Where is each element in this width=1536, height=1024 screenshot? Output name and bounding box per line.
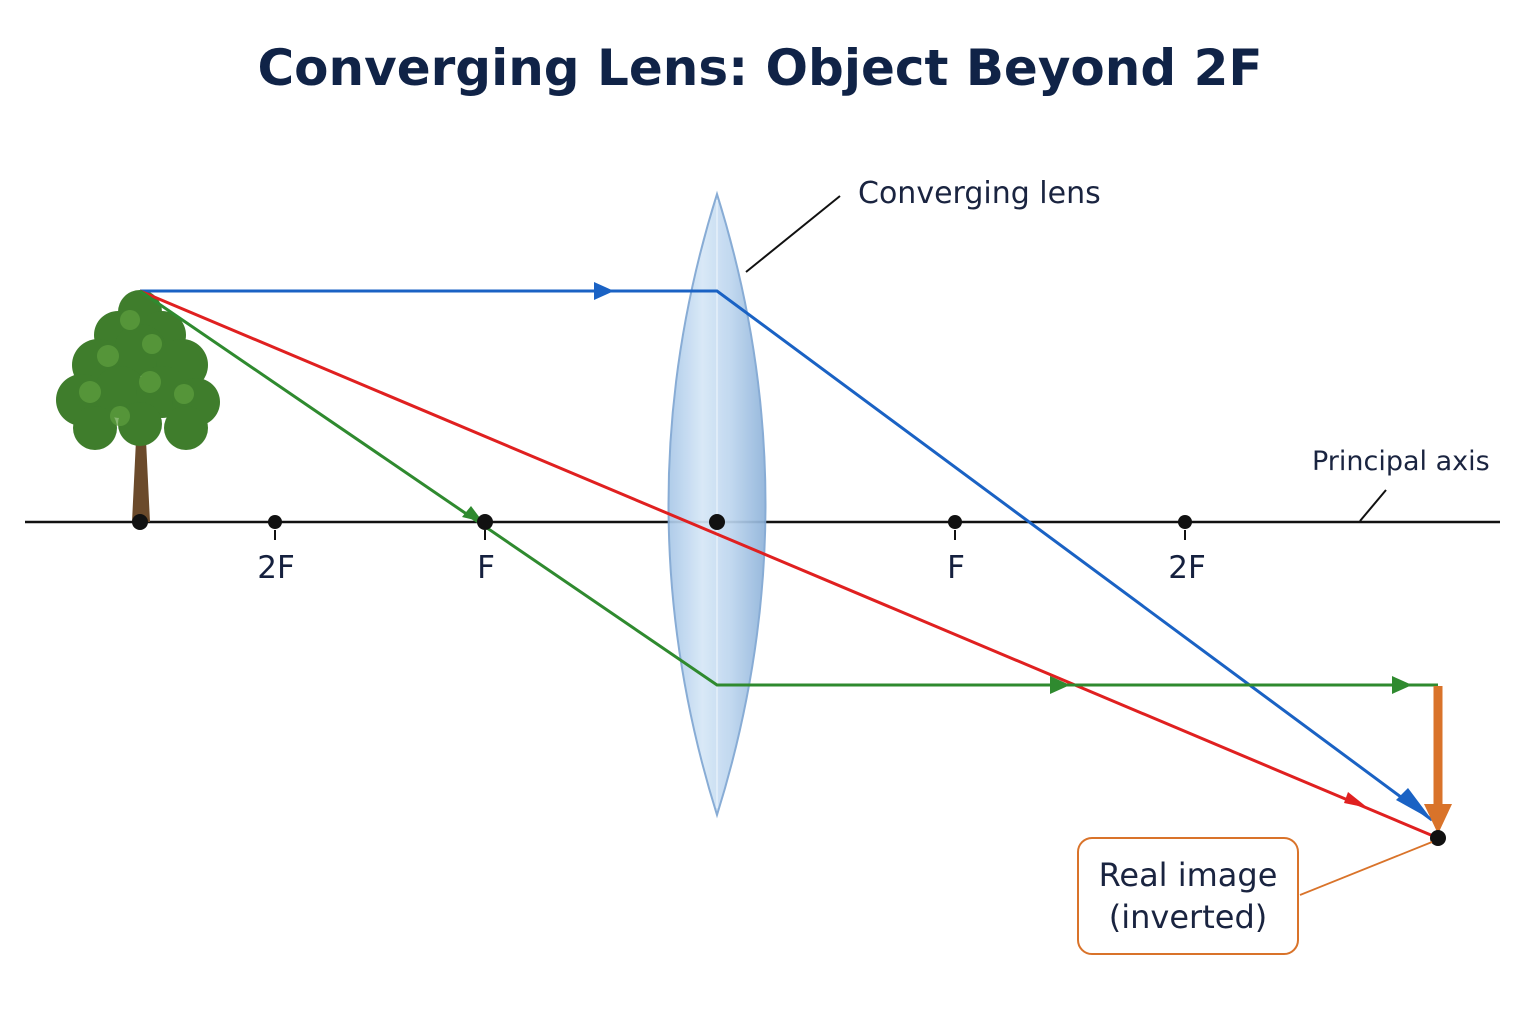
inverted-arrow-icon bbox=[1424, 686, 1452, 834]
lens-center-point bbox=[709, 514, 725, 530]
lens-label-leader bbox=[745, 195, 841, 273]
point-left-2f bbox=[268, 515, 282, 529]
converging-lens bbox=[667, 190, 767, 819]
object-base-point bbox=[132, 514, 148, 530]
axis-label: Principal axis bbox=[1312, 446, 1490, 477]
axis-points bbox=[132, 514, 1446, 846]
label-right-f: F bbox=[947, 550, 965, 586]
parallel-ray bbox=[140, 282, 1433, 822]
image-callout-leader bbox=[1299, 841, 1433, 896]
axis-label-leader bbox=[1359, 489, 1387, 522]
page-title: Converging Lens: Object Beyond 2F bbox=[257, 39, 1262, 97]
image-label-line2: (inverted) bbox=[1109, 898, 1267, 936]
image-tip-point bbox=[1430, 830, 1446, 846]
label-left-2f: 2F bbox=[257, 550, 295, 586]
tree-icon bbox=[56, 290, 220, 522]
point-right-2f bbox=[1178, 515, 1192, 529]
focal-ray bbox=[139, 289, 1438, 694]
center-ray bbox=[139, 289, 1439, 840]
label-right-2f: 2F bbox=[1168, 550, 1206, 586]
label-left-f: F bbox=[477, 550, 495, 586]
point-left-f bbox=[477, 514, 493, 530]
image-label-line1: Real image bbox=[1099, 856, 1278, 894]
image-callout-box bbox=[1077, 837, 1299, 955]
lens-label: Converging lens bbox=[858, 176, 1101, 211]
point-right-f bbox=[948, 515, 962, 529]
